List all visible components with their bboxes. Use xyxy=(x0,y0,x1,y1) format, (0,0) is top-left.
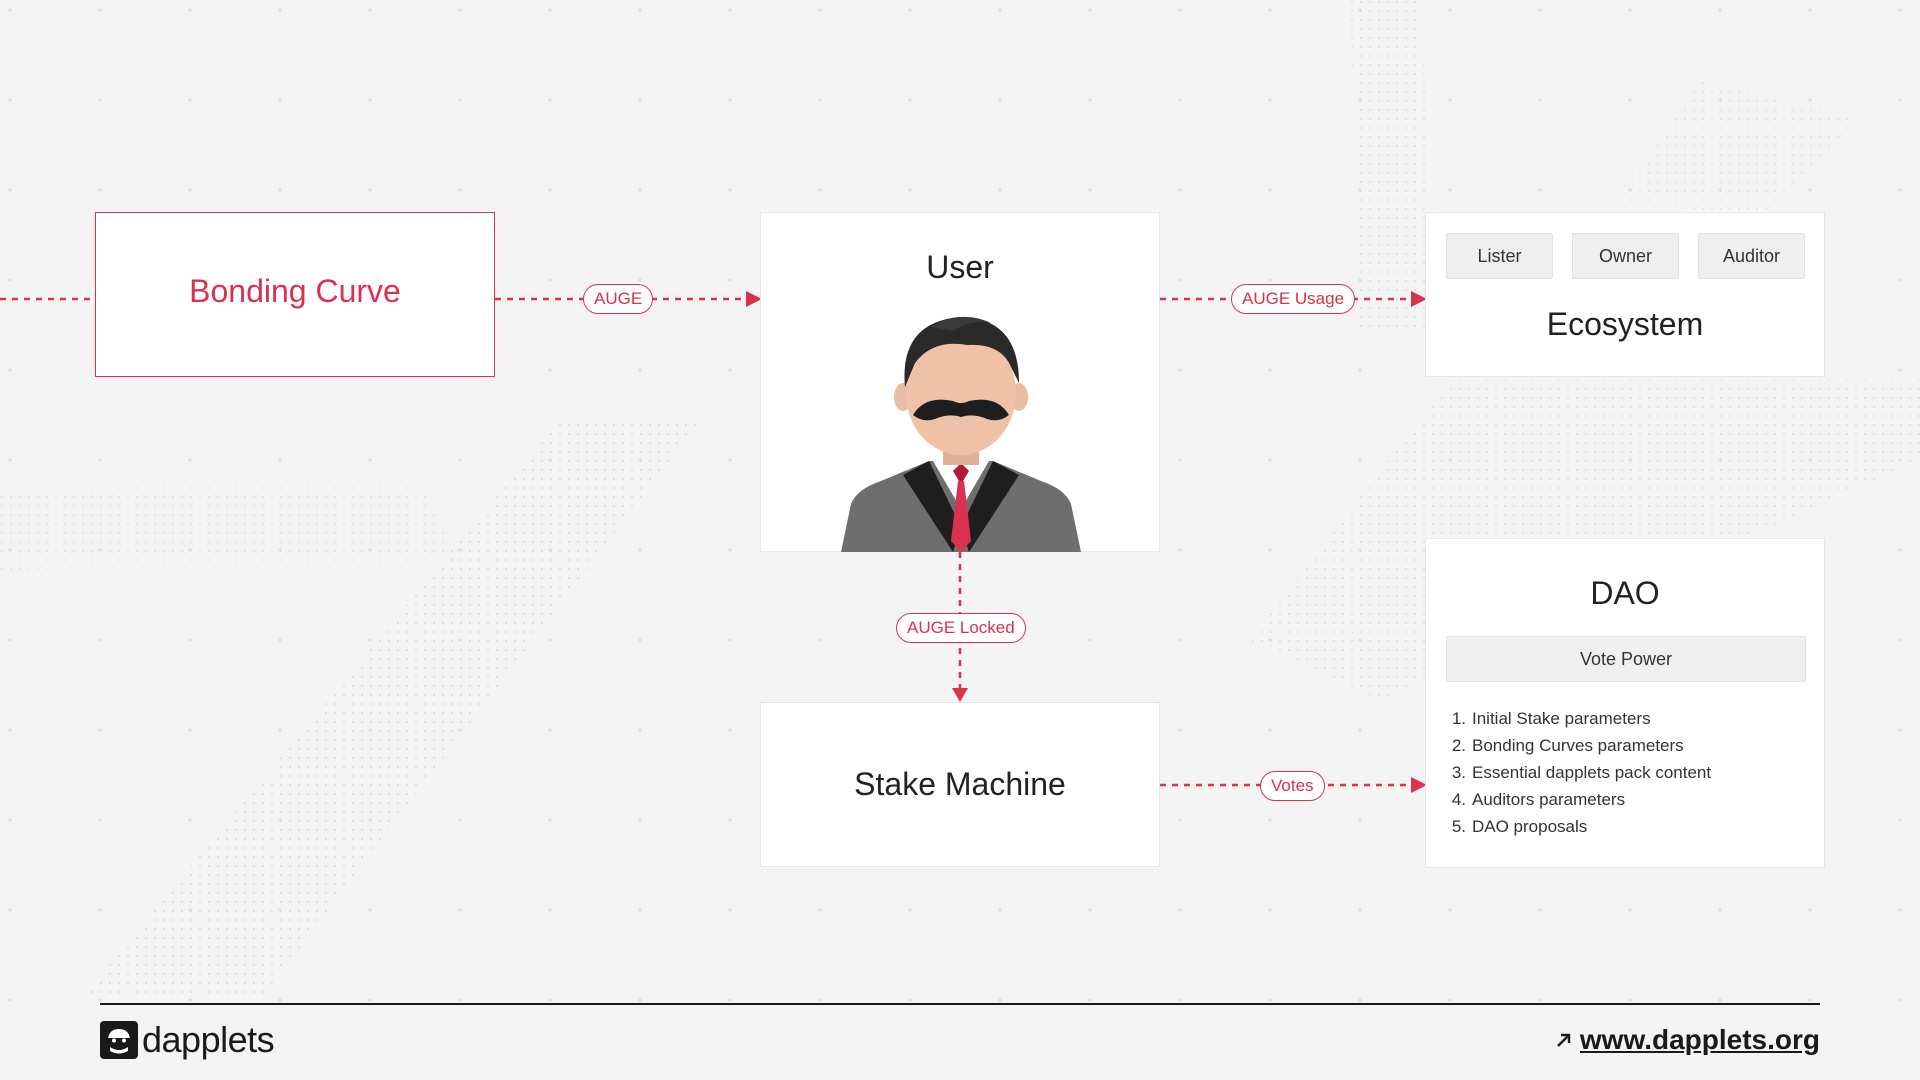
user-node: User xyxy=(760,212,1160,552)
vote-power-chip: Vote Power xyxy=(1446,636,1806,682)
edge-label-auge: AUGE xyxy=(583,284,654,314)
list-item-number: 1. xyxy=(1451,709,1466,728)
list-item: 1. Initial Stake parameters xyxy=(1446,705,1711,732)
edge-label-votes: Votes xyxy=(1260,771,1325,801)
list-item: 5. DAO proposals xyxy=(1446,813,1711,840)
ecosystem-title: Ecosystem xyxy=(1546,306,1704,342)
arrow-up-right-icon xyxy=(1557,1033,1571,1047)
website-url[interactable]: www.dapplets.org xyxy=(1579,1024,1820,1055)
list-item-number: 4. xyxy=(1451,790,1466,809)
edge-label-auge-locked: AUGE Locked xyxy=(896,613,1026,643)
dao-title: DAO xyxy=(1590,575,1660,611)
user-avatar-icon xyxy=(841,316,1081,552)
list-item: 2. Bonding Curves parameters xyxy=(1446,732,1711,759)
user-title: User xyxy=(926,249,994,285)
list-item-text: Essential dapplets pack content xyxy=(1472,763,1712,782)
footer-divider xyxy=(100,1003,1820,1005)
logo-wordmark: dapplets xyxy=(142,1019,275,1060)
dapplets-logo-icon xyxy=(100,1021,138,1059)
role-chip-lister: Lister xyxy=(1446,233,1553,279)
stake-machine-title: Stake Machine xyxy=(854,766,1066,802)
list-item-number: 5. xyxy=(1451,817,1466,836)
website-link[interactable]: www.dapplets.org xyxy=(1554,1024,1820,1056)
bonding-curve-node: Bonding Curve xyxy=(95,212,495,377)
dao-parameters-list: 1. Initial Stake parameters 2. Bonding Cur… xyxy=(1446,705,1711,840)
dao-node: DAO Vote Power 1. Initial Stake parameter… xyxy=(1425,538,1825,868)
role-chip-owner: Owner xyxy=(1572,233,1679,279)
list-item-text: DAO proposals xyxy=(1472,817,1588,836)
edge-label-auge-usage: AUGE Usage xyxy=(1231,284,1356,314)
role-chip-auditor: Auditor xyxy=(1698,233,1805,279)
ecosystem-node: Lister Owner Auditor Ecosystem xyxy=(1425,212,1825,377)
list-item-text: Auditors parameters xyxy=(1472,790,1626,809)
bonding-curve-title: Bonding Curve xyxy=(189,273,401,309)
list-item-number: 2. xyxy=(1451,736,1466,755)
list-item: 3. Essential dapplets pack content xyxy=(1446,759,1711,786)
stake-machine-node: Stake Machine xyxy=(760,702,1160,867)
list-item-number: 3. xyxy=(1451,763,1466,782)
dapplets-logo: dapplets xyxy=(100,1019,275,1060)
list-item-text: Initial Stake parameters xyxy=(1472,709,1651,728)
list-item: 4. Auditors parameters xyxy=(1446,786,1711,813)
list-item-text: Bonding Curves parameters xyxy=(1472,736,1684,755)
